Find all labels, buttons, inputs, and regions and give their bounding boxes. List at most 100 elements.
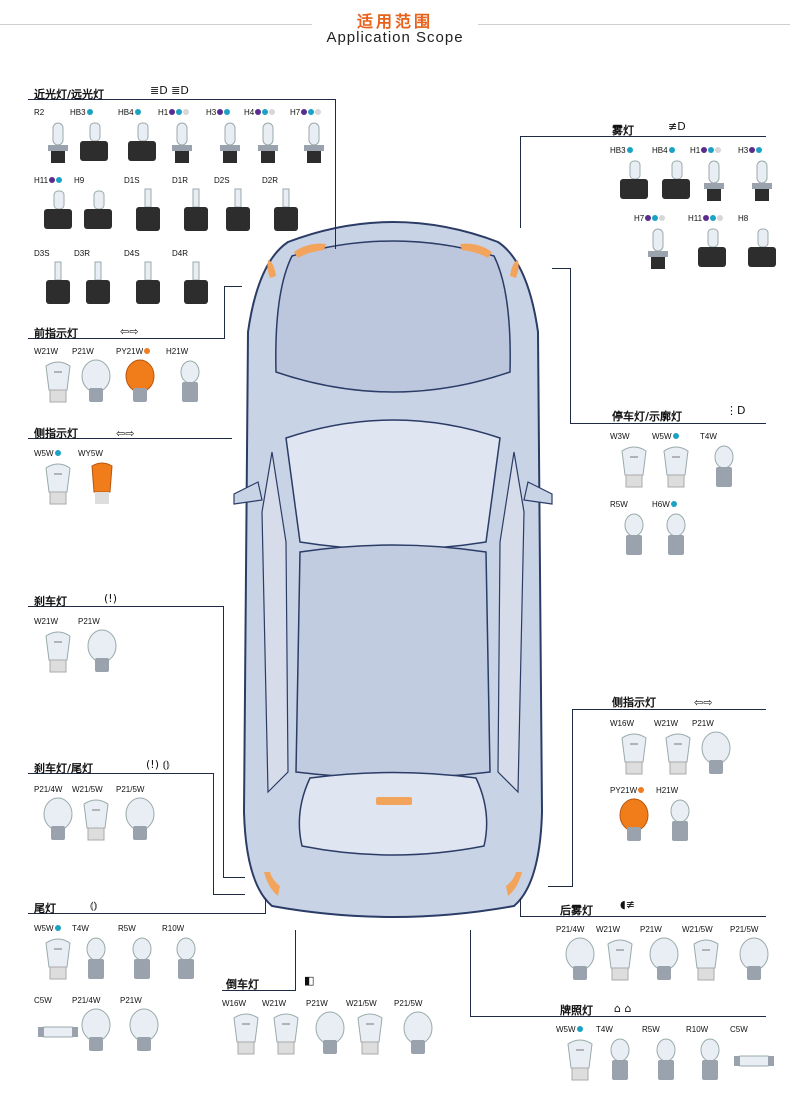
bulb-label: T4W	[700, 432, 717, 441]
connector-line	[548, 886, 573, 887]
bulb-label: W21W	[34, 347, 58, 356]
bulb-item: W21/5W	[346, 999, 394, 1061]
bulb-label: R5W	[642, 1025, 660, 1034]
bulb-item: P21/5W	[116, 785, 164, 847]
blue-dot-icon	[672, 433, 679, 439]
grey-dot-icon	[315, 109, 322, 115]
blue-dot-icon	[652, 215, 659, 221]
bulb-type: H21W	[656, 786, 679, 795]
bulb-type: C5W	[34, 996, 52, 1005]
blue-dot-icon	[626, 147, 633, 153]
bulb-type: D3R	[74, 249, 91, 258]
blue-dot-icon	[56, 177, 63, 183]
bulb-type: W21W	[262, 999, 286, 1008]
purple-dot-icon	[749, 147, 756, 153]
bulb-label: W16W	[222, 999, 246, 1008]
purple-dot-icon	[645, 215, 652, 221]
connector-line	[28, 338, 224, 339]
section-title-brake-tail: 刹车灯/尾灯	[34, 762, 94, 775]
bulb-item: H3	[206, 108, 254, 170]
bulb-label: PY21W	[116, 347, 151, 356]
bulb-type: H7	[290, 108, 301, 117]
bulb-item: D4S	[124, 249, 172, 311]
bulb-label: W16W	[610, 719, 634, 728]
bulb-label: H11	[688, 214, 724, 223]
blue-dot-icon	[134, 109, 141, 115]
mirror-right	[523, 481, 553, 505]
bulb-item: T4W	[700, 432, 748, 494]
blue-dot-icon	[670, 501, 677, 507]
connector-line	[295, 930, 296, 991]
bulb-type: P21/5W	[116, 785, 145, 794]
car-hood	[275, 240, 511, 393]
bulb-item: H11	[688, 214, 736, 276]
plate-symbol-icon: ⌂ ⌂	[614, 1002, 632, 1015]
bulb-type: W21/5W	[72, 785, 103, 794]
bulb-item: P21/4W	[72, 996, 120, 1058]
bulb-label: H1	[690, 146, 722, 155]
bulb-type: T4W	[596, 1025, 613, 1034]
bulb-type: HB3	[610, 146, 626, 155]
bulb-label: P21/4W	[556, 925, 584, 934]
blue-dot-icon	[756, 147, 763, 153]
bulb-item: H11	[34, 176, 82, 238]
bulb-item: P21W	[72, 347, 120, 409]
bulb-item: D4R	[172, 249, 220, 311]
connector-line	[520, 916, 766, 917]
bulb-label: W21/5W	[346, 999, 377, 1008]
headlamp-symbol-icon: ≣D ≣D	[150, 84, 189, 97]
grey-dot-icon	[715, 147, 722, 153]
bulb-label: H3	[206, 108, 231, 117]
bulb-type: W3W	[610, 432, 630, 441]
section-title-side-indicator-right: 侧指示灯	[612, 696, 656, 709]
connector-line	[520, 136, 766, 137]
blue-dot-icon	[576, 1026, 583, 1032]
bulb-label: P21W	[72, 347, 94, 356]
bulb-type: T4W	[700, 432, 717, 441]
orange-dot-icon	[638, 787, 645, 793]
bulb-type: R5W	[642, 1025, 660, 1034]
bulb-item: C5W	[34, 996, 82, 1058]
bulb-label: H9	[74, 176, 84, 185]
bulb-label: D1R	[172, 176, 188, 185]
bulb-item: P21W	[120, 996, 168, 1058]
blue-dot-icon	[308, 109, 315, 115]
bulb-label: R10W	[686, 1025, 708, 1034]
connector-line	[213, 773, 214, 895]
brake-symbol-icon: (!)	[104, 592, 117, 605]
purple-dot-icon	[301, 109, 308, 115]
bulb-label: W5W	[652, 432, 679, 441]
purple-dot-icon	[169, 109, 176, 115]
bulb-type: H3	[206, 108, 217, 117]
bulb-item: HB3	[610, 146, 658, 208]
bulb-type: D1R	[172, 176, 189, 185]
bulb-item: P21W	[640, 925, 688, 987]
bulb-item: HB4	[652, 146, 700, 208]
bulb-label: P21W	[120, 996, 142, 1005]
bulb-item: W21W	[654, 719, 702, 781]
connector-line	[224, 286, 242, 287]
bulb-type: HB4	[118, 108, 134, 117]
blue-dot-icon	[224, 109, 231, 115]
bulb-label: W5W	[34, 924, 61, 933]
bulb-item: H1	[690, 146, 738, 208]
bulb-item: PY21W	[610, 786, 658, 848]
bulb-type: W5W	[34, 924, 54, 933]
connector-line	[520, 136, 521, 228]
connector-line	[28, 438, 232, 439]
section-title-reverse: 倒车灯	[226, 978, 259, 991]
bulb-label: P21/4W	[72, 996, 100, 1005]
header-rule-right	[478, 24, 790, 25]
bulb-label: P21W	[692, 719, 714, 728]
bulb-label: D2S	[214, 176, 230, 185]
bulb-item: R5W	[118, 924, 166, 986]
bulb-label: T4W	[596, 1025, 613, 1034]
bulb-label: HB3	[610, 146, 633, 155]
page-title: 适用范围	[356, 12, 433, 31]
fog-symbol-icon: ≢D	[668, 120, 686, 133]
bulb-label: W21W	[596, 925, 620, 934]
bulb-type: PY21W	[610, 786, 638, 795]
grey-dot-icon	[659, 215, 666, 221]
bulb-label: W21W	[262, 999, 286, 1008]
bulb-type: HB3	[70, 108, 86, 117]
